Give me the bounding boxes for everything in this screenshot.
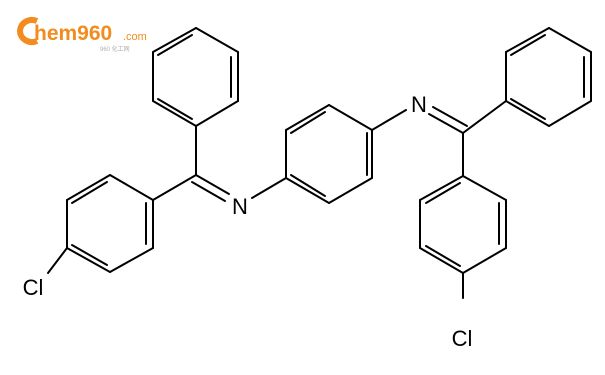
c-cl-bonds (47, 247, 464, 299)
atom-label-n-left: N (232, 194, 248, 219)
phenyl-ring-top-left (152, 27, 239, 127)
bond-lines (47, 27, 592, 299)
atom-label-cl-left: Cl (23, 275, 44, 300)
atom-labels: N N Cl Cl (23, 92, 473, 351)
phenylene-ring-center (285, 104, 373, 204)
atom-label-n-right: N (411, 92, 427, 117)
chlorophenyl-ring-left (66, 174, 154, 273)
chem960-c-mark (17, 17, 39, 45)
chlorophenyl-ring-right (419, 175, 507, 274)
logo-subtitle: 960 化工网 (100, 45, 130, 53)
imine-linkage-left (152, 125, 287, 202)
atom-label-cl-right: Cl (452, 326, 473, 351)
phenyl-ring-top-right (505, 27, 592, 127)
chem960-logo: hem960 .com 960 化工网 (17, 17, 147, 53)
logo-brand-text: hem960 (34, 22, 112, 45)
logo-domain-suffix: .com (123, 31, 147, 43)
imine-linkage-right (371, 100, 507, 177)
